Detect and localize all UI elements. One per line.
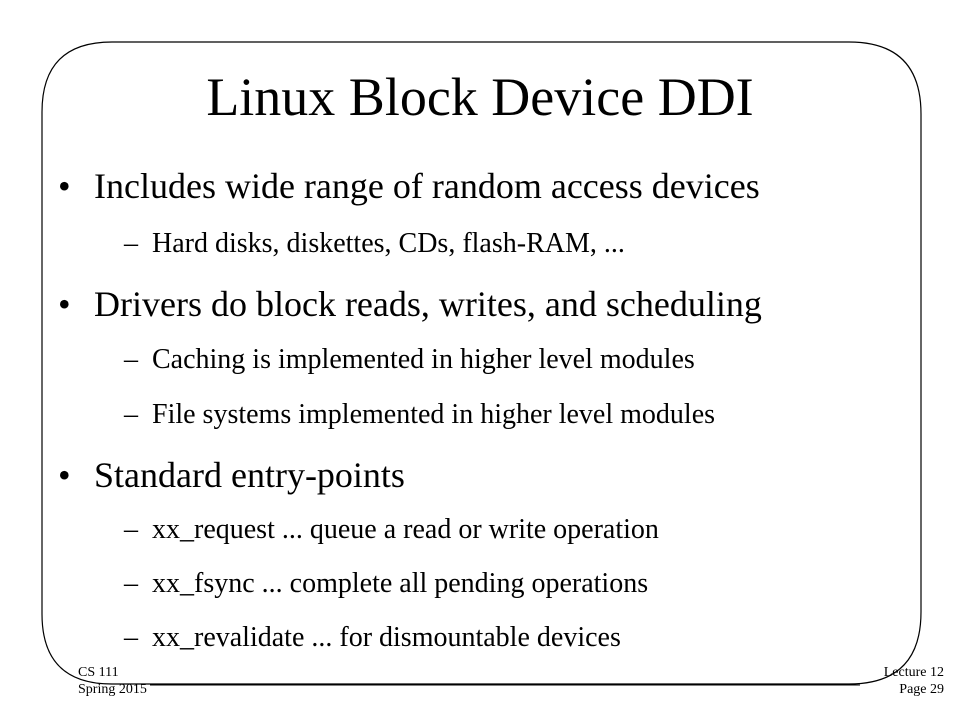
- sub-dash: –: [124, 344, 138, 375]
- bullet-item: • Standard entry-points: [58, 453, 405, 497]
- sub-item: –xx_fsync ... complete all pending opera…: [124, 566, 648, 602]
- sub-item: –Hard disks, diskettes, CDs, flash-RAM, …: [124, 226, 625, 262]
- sub-text: File systems implemented in higher level…: [152, 399, 716, 430]
- sub-text: xx_revalidate ... for dismountable devic…: [152, 622, 621, 653]
- footer-lecture-info: Lecture 12 Page 29: [884, 664, 944, 698]
- sub-item: –xx_request ... queue a read or write op…: [124, 512, 659, 548]
- sub-text: Caching is implemented in higher level m…: [152, 344, 695, 375]
- footer-term: Spring 2015: [78, 682, 147, 697]
- sub-text: xx_fsync ... complete all pending operat…: [152, 568, 649, 599]
- sub-dash: –: [124, 399, 138, 430]
- footer-course: CS 111: [78, 665, 119, 680]
- bullet-item: • Includes wide range of random access de…: [58, 164, 760, 208]
- sub-dash: –: [124, 622, 138, 653]
- sub-item: –Caching is implemented in higher level …: [124, 342, 695, 378]
- bullet-dot: •: [58, 166, 71, 206]
- sub-item: –File systems implemented in higher leve…: [124, 397, 715, 433]
- bullet-item: • Drivers do block reads, writes, and sch…: [58, 282, 762, 326]
- slide-title: Linux Block Device DDI: [206, 67, 754, 127]
- footer-lecture: Lecture 12: [883, 665, 944, 680]
- bullet-text: Includes wide range of random access dev…: [94, 166, 760, 206]
- sub-text: xx_request ... queue a read or write ope…: [152, 514, 659, 545]
- bullet-dot: •: [58, 284, 71, 324]
- sub-item: –xx_revalidate ... for dismountable devi…: [124, 620, 621, 656]
- sub-dash: –: [124, 228, 138, 259]
- frame-border: [41, 41, 922, 685]
- footer-page-number: Page 29: [899, 682, 944, 697]
- bullet-dot: •: [58, 455, 71, 495]
- bullet-text: Standard entry-points: [94, 455, 405, 495]
- sub-dash: –: [124, 514, 138, 545]
- bullet-text: Drivers do block reads, writes, and sche…: [94, 284, 762, 324]
- sub-dash: –: [124, 568, 138, 599]
- footer-course-info: CS 111 Spring 2015: [78, 664, 147, 698]
- sub-text: Hard disks, diskettes, CDs, flash-RAM, .…: [152, 228, 625, 259]
